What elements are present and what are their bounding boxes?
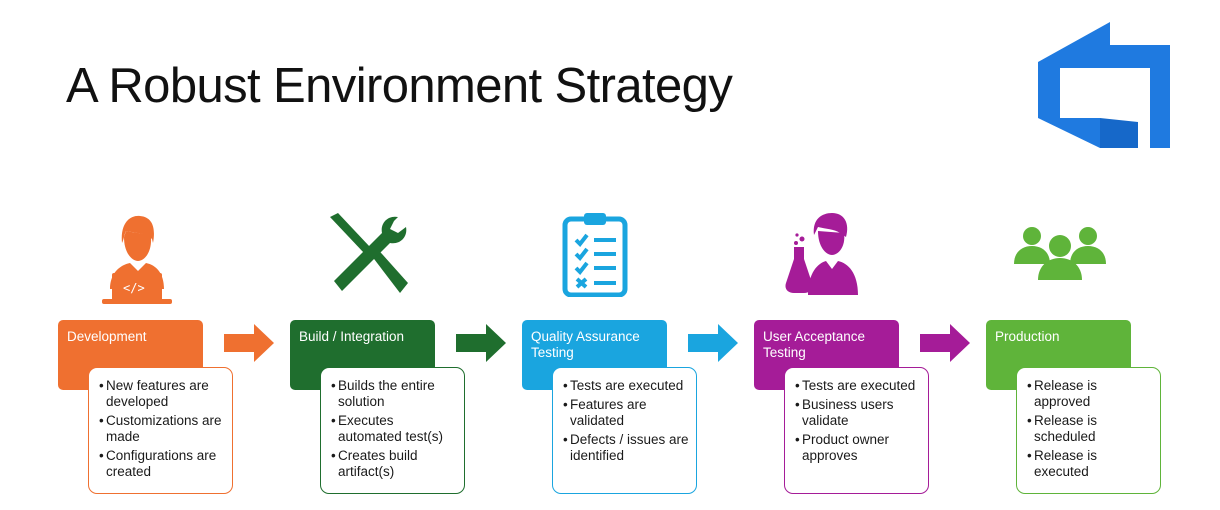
list-item: New features are developed [99,378,226,410]
list-item: Release is executed [1027,448,1154,480]
arrow-right-icon [224,324,274,362]
list-item: Features are validated [563,397,690,429]
tools-wrench-screwdriver-icon [330,213,408,293]
list-item: Tests are executed [795,378,922,394]
users-group-icon [1014,227,1106,280]
arrow-right-icon [688,324,738,362]
list-item: Tests are executed [563,378,690,394]
details-card-development: New features are developed Customization… [88,367,233,494]
details-card-quality-assurance: Tests are executed Features are validate… [552,367,697,494]
list-item: Customizations are made [99,413,226,445]
scientist-flask-icon [785,213,858,295]
list-item: Configurations are created [99,448,226,480]
list-item: Release is approved [1027,378,1154,410]
arrow-right-icon [456,324,506,362]
svg-text:</>: </> [123,281,145,295]
page-title: A Robust Environment Strategy [66,59,733,113]
list-item: Builds the entire solution [331,378,458,410]
list-item: Release is scheduled [1027,413,1154,445]
details-card-build-integration: Builds the entire solution Executes auto… [320,367,465,494]
list-item: Product owner approves [795,432,922,464]
azure-devops-logo-icon [1038,22,1170,148]
list-item: Executes automated test(s) [331,413,458,445]
details-card-user-acceptance: Tests are executed Business users valida… [784,367,929,494]
developer-laptop-icon: </> [102,215,172,304]
arrow-right-icon [920,324,970,362]
list-item: Defects / issues are identified [563,432,690,464]
details-card-production: Release is approved Release is scheduled… [1016,367,1161,494]
list-item: Business users validate [795,397,922,429]
clipboard-checklist-icon [562,213,628,297]
list-item: Creates build artifact(s) [331,448,458,480]
